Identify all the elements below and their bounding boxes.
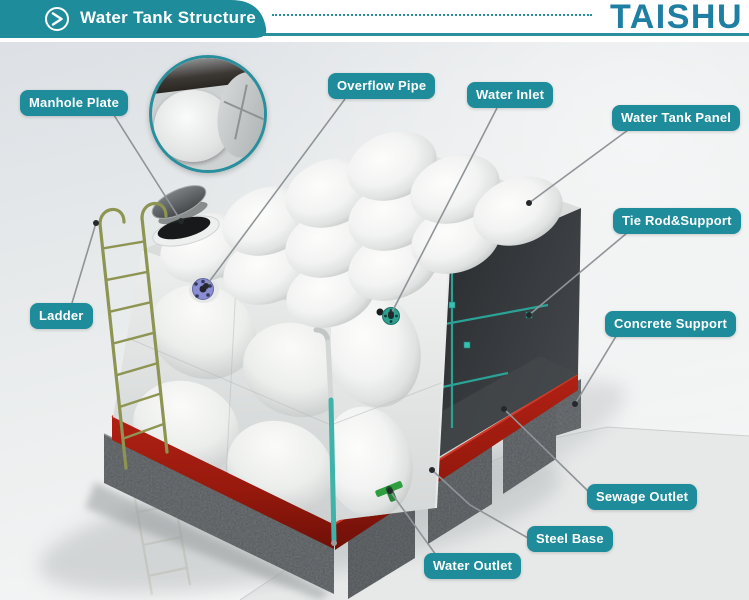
label-water-tank-panel: Water Tank Panel <box>612 105 741 131</box>
brand-logo: TAISHU <box>609 0 743 36</box>
label-concrete-support: Concrete Support <box>605 311 736 337</box>
header-underline <box>0 33 749 36</box>
label-overflow-pipe: Overflow Pipe <box>328 73 436 99</box>
header-bar: Water Tank Structure TAISHU <box>0 0 749 42</box>
label-water-inlet: Water Inlet <box>467 82 554 108</box>
tank-left-face <box>113 250 331 523</box>
manhole-photo-inset <box>149 55 267 173</box>
dotted-divider <box>272 14 592 16</box>
overflow-pipe-flange <box>189 277 219 303</box>
play-circle-icon <box>45 7 69 31</box>
label-tie-rod-support: Tie Rod&Support <box>613 208 741 234</box>
label-water-outlet: Water Outlet <box>424 553 522 579</box>
label-sewage-outlet: Sewage Outlet <box>587 484 698 510</box>
tank-top-face <box>142 131 581 328</box>
label-ladder: Ladder <box>30 303 93 329</box>
page-title: Water Tank Structure <box>80 8 257 27</box>
ladder <box>98 201 169 470</box>
top-domes <box>160 131 563 328</box>
leader-dots <box>93 200 578 494</box>
leader-lines <box>71 98 629 556</box>
corner-pipe <box>313 327 337 546</box>
label-steel-base: Steel Base <box>527 526 613 552</box>
label-manhole-plate: Manhole Plate <box>20 90 129 116</box>
slab-shadow <box>85 482 330 600</box>
title-banner <box>0 0 267 38</box>
